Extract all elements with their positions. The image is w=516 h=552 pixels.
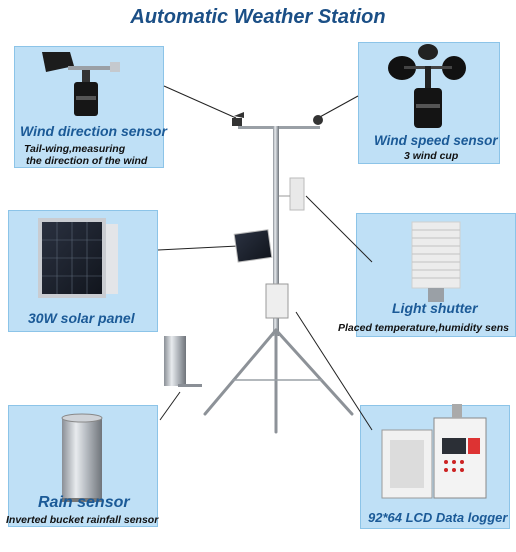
wind-vane-image <box>42 52 120 116</box>
wind-direction-label: Wind direction sensor <box>20 123 167 139</box>
weather-station-mast <box>164 112 354 434</box>
wind-speed-label: Wind speed sensor <box>374 133 498 148</box>
wind-direction-desc-1: Tail-wing,measuring <box>24 143 126 155</box>
rain-gauge-image <box>61 413 103 502</box>
data-logger-label: 92*64 LCD Data logger <box>368 510 508 525</box>
rain-sensor-label: Rain sensor <box>38 494 130 511</box>
wind-speed-panel <box>358 42 500 164</box>
wind-direction-desc-2: the direction of the wind <box>26 155 148 167</box>
anemometer-image <box>388 44 466 128</box>
page-title: Automatic Weather Station <box>130 6 386 28</box>
solar-panel-label: 30W solar panel <box>28 310 135 326</box>
data-logger-image <box>381 404 487 499</box>
solar-panel-image <box>38 218 118 298</box>
light-shutter-desc: Placed temperature,humidity sens <box>338 322 509 334</box>
light-shutter-label: Light shutter <box>392 300 478 316</box>
light-shutter-image <box>411 221 461 302</box>
wind-speed-desc: 3 wind cup <box>404 150 459 162</box>
rain-sensor-desc: Inverted bucket rainfall sensor <box>6 514 159 526</box>
connector-lines <box>157 85 373 431</box>
